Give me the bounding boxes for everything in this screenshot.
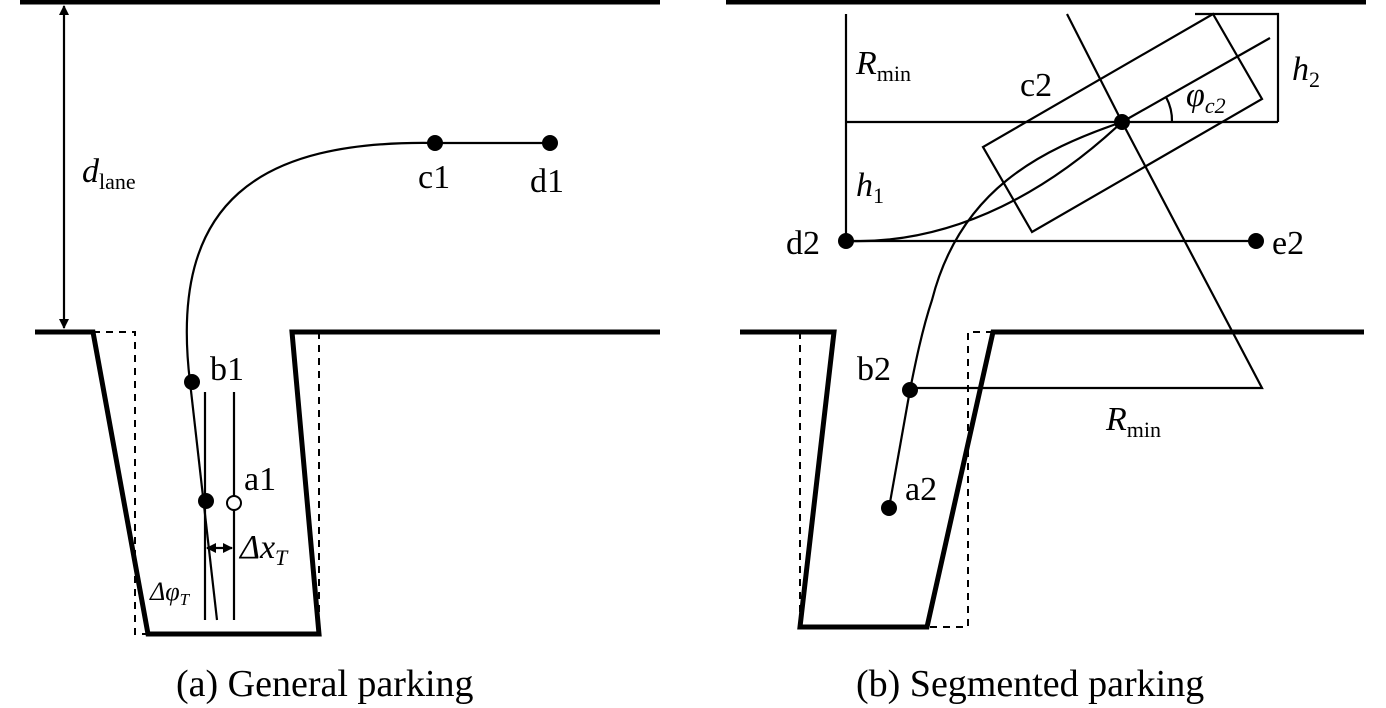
panel-a-d-lane-subscript: lane xyxy=(99,169,136,194)
panel-b-slot-dashed-right xyxy=(927,331,993,628)
panel-b-label-r-min-top: Rmin xyxy=(855,45,911,86)
panel-b-slot-outline xyxy=(740,329,1364,630)
panel-a-label-a1: a1 xyxy=(244,461,276,498)
panel-a-delta-x-subscript: T xyxy=(275,545,289,570)
panel-a-point-b1 xyxy=(184,374,200,390)
panel-b-h2-symbol: h xyxy=(1292,51,1309,88)
panel-b-point-a2 xyxy=(881,500,897,516)
panel-b-label-h2: h2 xyxy=(1292,51,1320,92)
panel-b-h1-symbol: h xyxy=(856,167,873,204)
panel-a-delta-x-symbol: Δx xyxy=(238,529,275,566)
panel-a-label-d-lane: dlane xyxy=(82,153,136,194)
panel-a-caption: (a) General parking xyxy=(176,663,474,705)
panel-b-r-min-bottom-subscript: min xyxy=(1127,417,1161,442)
panel-b-caption: (b) Segmented parking xyxy=(856,663,1204,705)
panel-b-label-phi-c2: φc2 xyxy=(1186,77,1226,118)
panel-b-phi-c2-symbol: φ xyxy=(1186,77,1205,114)
panel-b-label-r-min-bottom: Rmin xyxy=(1105,401,1161,442)
panel-b-label-a2: a2 xyxy=(905,471,937,508)
panel-a-d-lane-symbol: d xyxy=(82,153,100,190)
panel-a-delta-phi-symbol: Δφ xyxy=(149,577,180,606)
panel-a-label-delta-x: ΔxT xyxy=(238,529,289,570)
panel-b-label-e2: e2 xyxy=(1272,225,1304,262)
panel-b-h2-bracket xyxy=(1195,12,1280,122)
panel-b-segmented-parking: c2 d2 e2 b2 a2 Rmin Rmin h1 h2 φc2 (b) S… xyxy=(726,0,1366,705)
panel-b-h1-subscript: 1 xyxy=(873,183,884,208)
panel-b-label-h1: h1 xyxy=(856,167,884,208)
panel-a-label-delta-phi: ΔφT xyxy=(149,577,191,609)
panel-b-label-b2: b2 xyxy=(857,351,891,388)
panel-a-parking-path-curve xyxy=(185,141,436,383)
panel-a-point-a1-actual xyxy=(198,493,214,509)
panel-a-label-b1: b1 xyxy=(210,351,244,388)
panel-a-point-c1 xyxy=(427,135,443,151)
panel-b-label-d2: d2 xyxy=(786,225,820,262)
panel-a-point-a1-target xyxy=(226,495,242,511)
panel-b-phi-c2-subscript: c2 xyxy=(1205,93,1226,118)
panel-b-path-d2-c2 xyxy=(845,121,1123,243)
panel-b-point-b2 xyxy=(902,382,918,398)
panel-b-point-d2 xyxy=(838,233,854,249)
panel-a-general-parking: b1 a1 c1 d1 dlane ΔxT ΔφT (a) General pa… xyxy=(20,0,660,705)
panel-b-r-min-bottom-symbol: R xyxy=(1105,401,1127,438)
panel-a-label-c1: c1 xyxy=(418,159,450,196)
panel-a-point-d1 xyxy=(542,135,558,151)
panel-b-label-c2: c2 xyxy=(1020,67,1052,104)
panel-b-path-b2-a2 xyxy=(887,389,912,509)
panel-b-r-min-top-symbol: R xyxy=(855,45,877,82)
panel-b-h2-subscript: 2 xyxy=(1309,67,1320,92)
panel-b-angle-arc xyxy=(1165,96,1174,123)
panel-b-radius-line-up xyxy=(1066,13,1123,123)
panel-b-r-min-top-subscript: min xyxy=(877,61,911,86)
panel-a-label-d1: d1 xyxy=(530,163,564,200)
panel-b-vehicle-rectangle xyxy=(981,12,1264,234)
panel-b-path-c2-arc xyxy=(908,120,1123,391)
panel-b-heading-line xyxy=(1121,37,1271,123)
panel-b-point-c2 xyxy=(1114,114,1130,130)
panel-a-delta-phi-subscript: T xyxy=(180,590,191,609)
panel-b-point-e2 xyxy=(1248,233,1264,249)
panel-a-slot-outline xyxy=(35,329,660,637)
panel-b-radius-triangle xyxy=(910,121,1264,390)
